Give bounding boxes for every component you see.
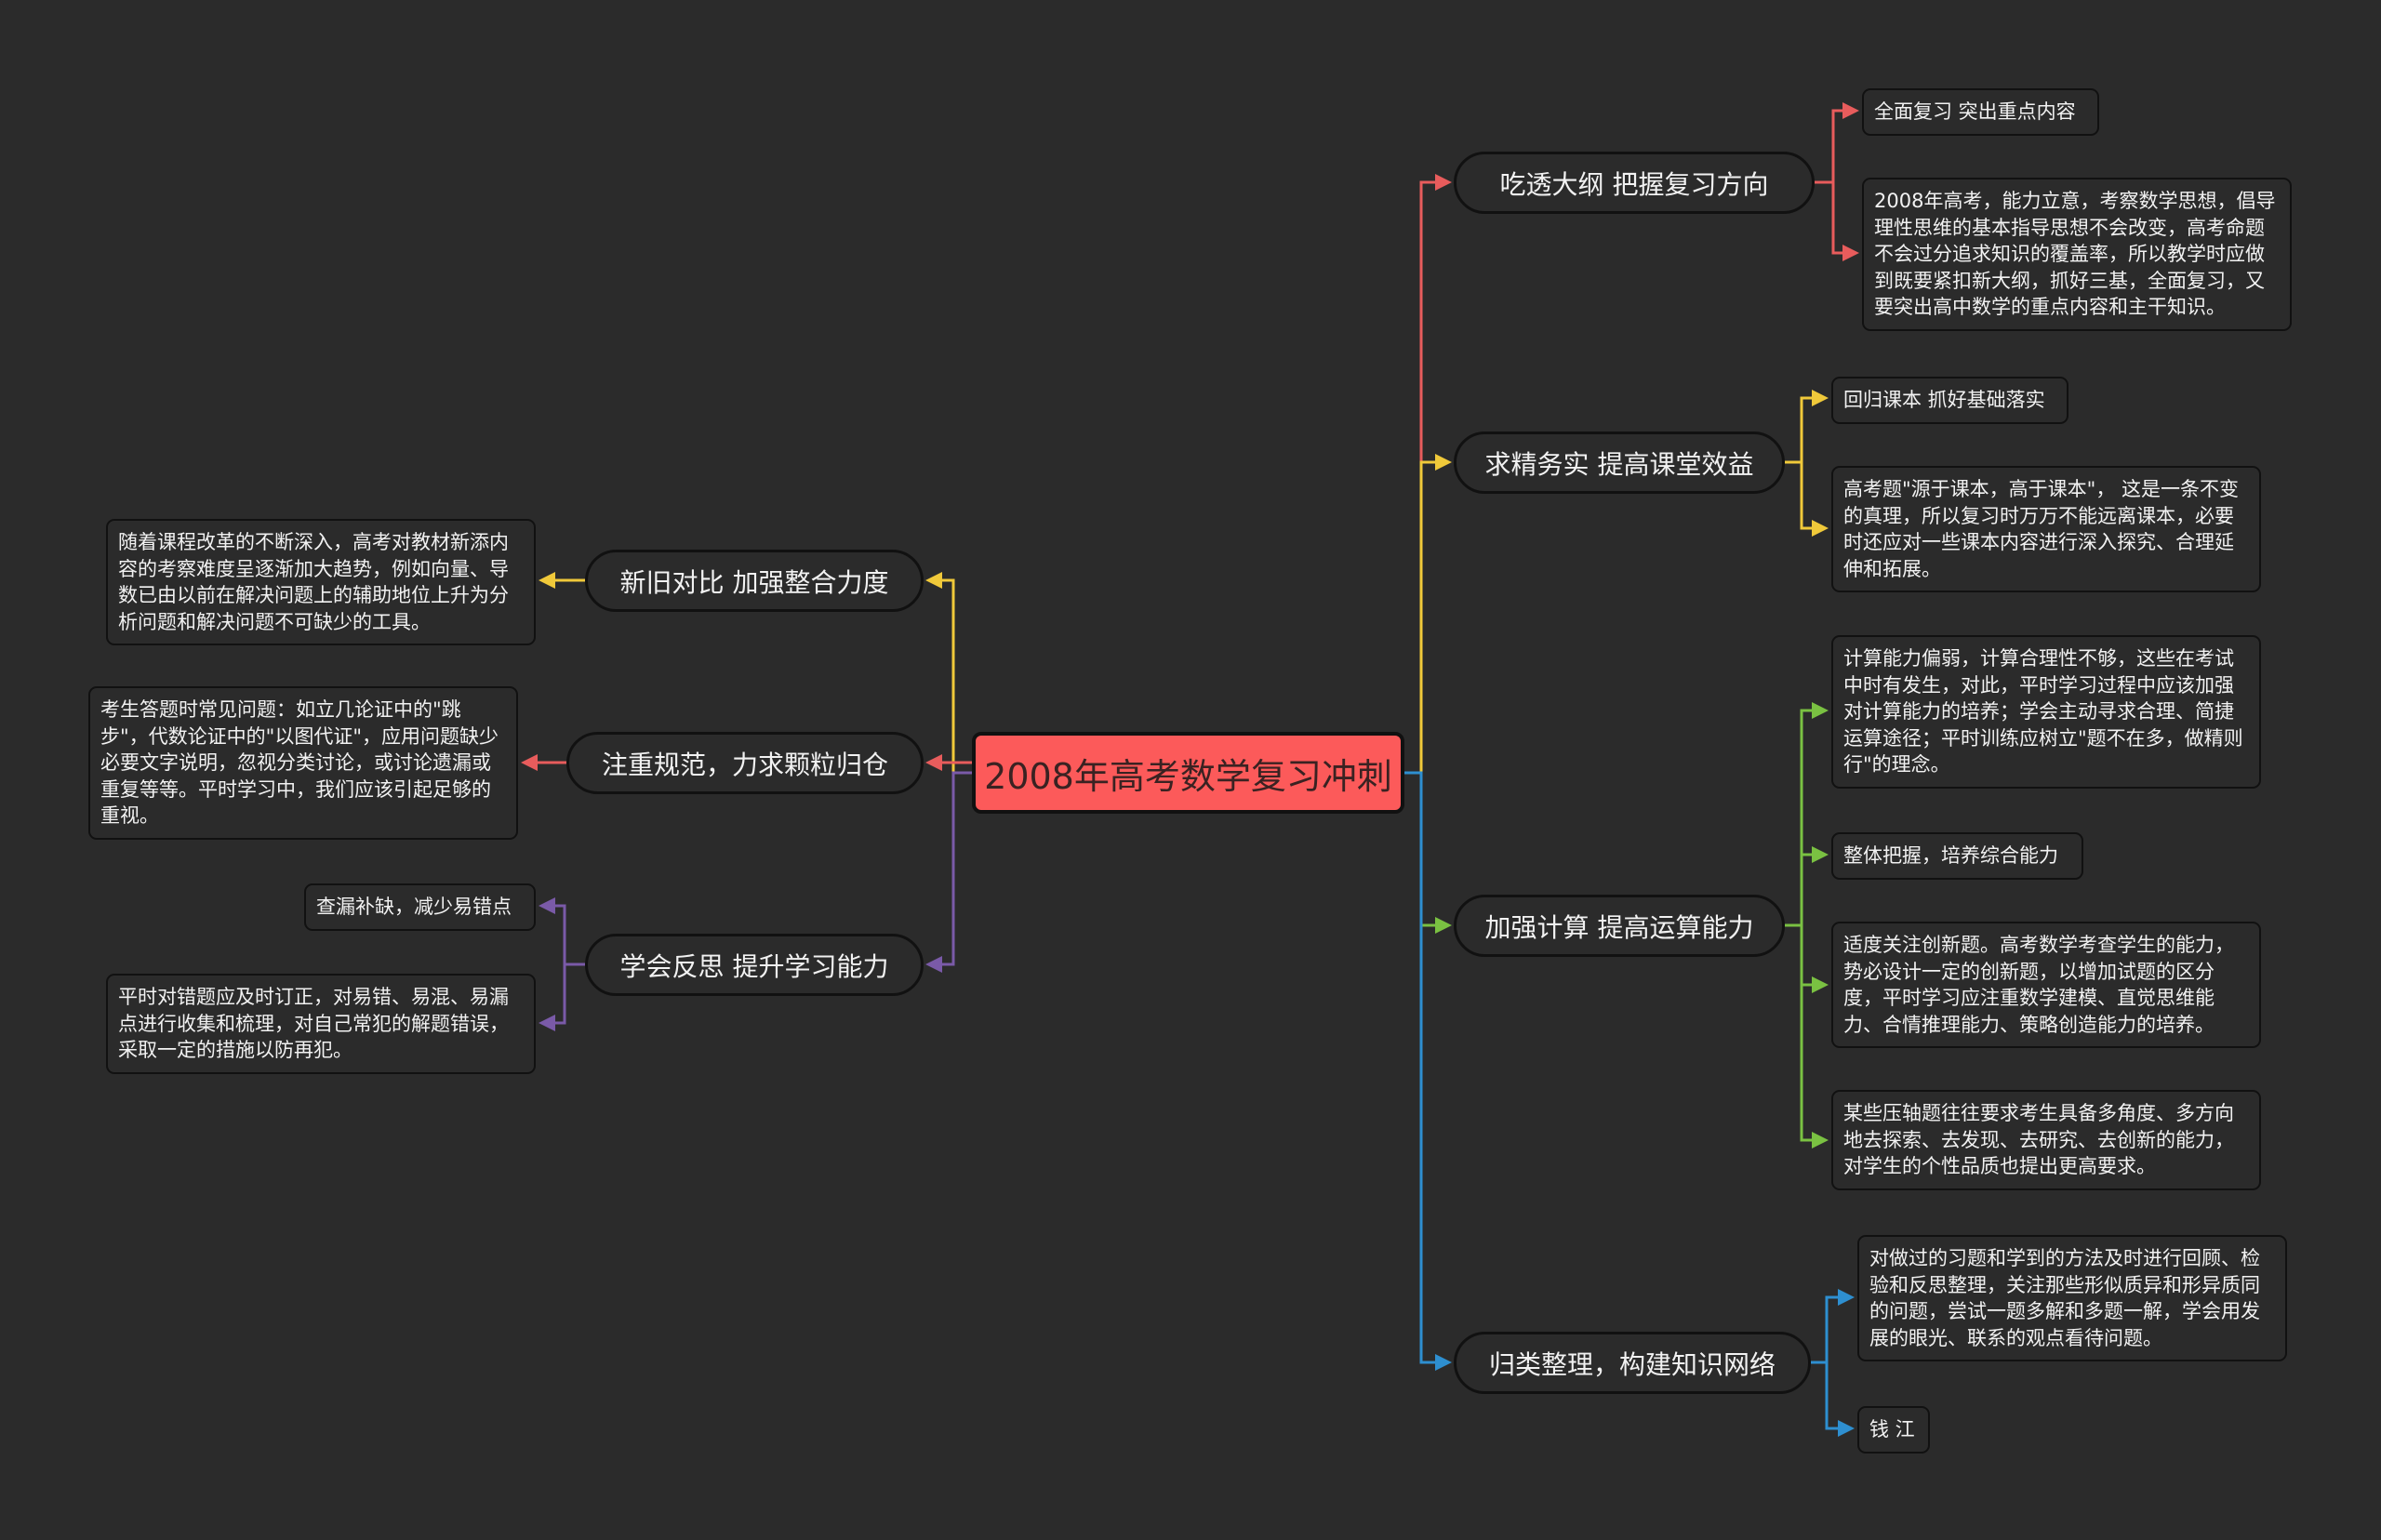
leaf-compare-1[interactable]: 随着课程改革的不断深入，高考对教材新添内容的考察难度呈逐渐加大趋势，例如向量、导… — [106, 519, 536, 645]
leaf-classroom-2[interactable]: 高考题"源于课本，高于课本"， 这是一条不变的真理，所以复习时万万不能远离课本，… — [1831, 466, 2261, 592]
link-branch-3 — [1404, 771, 1452, 934]
branch-compare[interactable]: 新旧对比 加强整合力度 — [585, 550, 924, 612]
branch-standards[interactable]: 注重规范，力求颗粒归仓 — [566, 732, 924, 794]
branch-classroom[interactable]: 求精务实 提高课堂效益 — [1454, 431, 1785, 494]
leaf-calculation-2[interactable]: 整体把握，培养综合能力 — [1831, 832, 2083, 880]
leaf-calculation-1[interactable]: 计算能力偏弱，计算合理性不够，这些在考试中时有发生，对此，平时学习过程中应该加强… — [1831, 635, 2261, 789]
leaf-calculation-4[interactable]: 某些压轴题往往要求考生具备多角度、多方向地去探索、去发现、去研究、去创新的能力，… — [1831, 1090, 2261, 1190]
link-branch-4 — [1404, 771, 1452, 1371]
leaf-organize-author[interactable]: 钱 江 — [1857, 1406, 1930, 1454]
branch-outline[interactable]: 吃透大纲 把握复习方向 — [1454, 152, 1815, 214]
link-branch-7 — [925, 771, 972, 973]
leaf-calculation-3[interactable]: 适度关注创新题。高考数学考查学生的能力，势必设计一定的创新题，以增加试题的区分度… — [1831, 922, 2261, 1048]
root-topic[interactable]: 2008年高考数学复习冲刺 — [972, 732, 1404, 814]
leaf-standards-1[interactable]: 考生答题时常见问题：如立几论证中的"跳步"，代数论证中的"以图代证"，应用问题缺… — [88, 686, 518, 840]
link-branch-1 — [1404, 174, 1452, 775]
leaf-reflect-1[interactable]: 查漏补缺，减少易错点 — [304, 883, 536, 931]
leaf-classroom-1[interactable]: 回归课本 抓好基础落实 — [1831, 377, 2068, 424]
branch-organize[interactable]: 归类整理，构建知识网络 — [1454, 1332, 1811, 1394]
link-branch-5 — [925, 572, 972, 775]
leaf-outline-2[interactable]: 2008年高考，能力立意，考察数学思想，倡导理性思维的基本指导思想不会改变，高考… — [1862, 178, 2292, 331]
branch-reflect[interactable]: 学会反思 提升学习能力 — [585, 934, 924, 996]
leaf-outline-1[interactable]: 全面复习 突出重点内容 — [1862, 88, 2099, 136]
link-branch-2 — [1404, 454, 1452, 775]
branch-calculation[interactable]: 加强计算 提高运算能力 — [1454, 895, 1785, 957]
leaf-reflect-2[interactable]: 平时对错题应及时订正，对易错、易混、易漏点进行收集和梳理，对自己常犯的解题错误，… — [106, 974, 536, 1074]
leaf-organize-1[interactable]: 对做过的习题和学到的方法及时进行回顾、检验和反思整理，关注那些形似质异和形异质同… — [1857, 1235, 2287, 1361]
